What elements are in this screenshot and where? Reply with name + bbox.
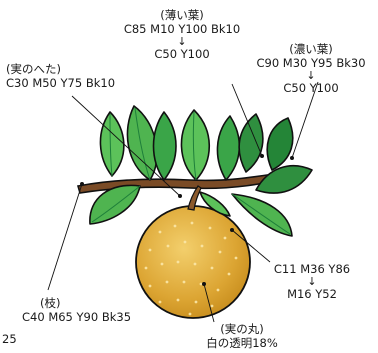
leaf (217, 116, 239, 180)
leaf (100, 112, 123, 176)
label-light-leaf-title: (薄い葉) (112, 8, 252, 22)
label-fruit-title: (実の丸) (190, 322, 294, 336)
label-calyx: (実のへた) C30 M50 Y75 Bk10 (6, 62, 115, 90)
leaf (127, 106, 157, 180)
leaf (154, 112, 177, 180)
leaf (267, 118, 293, 170)
label-light-leaf: (薄い葉) C85 M10 Y100 Bk10 ↓ C50 Y100 (112, 8, 252, 61)
label-fruit-color-before: C11 M36 Y86 (262, 262, 362, 276)
leaf (256, 166, 312, 193)
label-dark-leaf: (濃い葉) C90 M30 Y95 Bk30 ↓ C50 Y100 (246, 42, 376, 95)
label-branch: (枝) C40 M65 Y90 Bk35 (22, 296, 131, 324)
pear-fruit (136, 206, 250, 318)
label-fruit-note: 白の透明18% (190, 336, 294, 350)
arrow-down-icon: ↓ (112, 36, 252, 47)
label-branch-before: C40 M65 Y90 Bk35 (22, 310, 131, 324)
label-calyx-before: C30 M50 Y75 Bk10 (6, 76, 115, 90)
leaf (239, 114, 263, 172)
leader-branch (48, 184, 82, 290)
label-fruit-color: C11 M36 Y86 ↓ M16 Y52 (262, 262, 362, 301)
label-fruit: (実の丸) 白の透明18% (190, 322, 294, 350)
page-number: 25 (2, 332, 17, 346)
label-light-leaf-after: C50 Y100 (112, 47, 252, 61)
label-dark-leaf-after: C50 Y100 (246, 81, 376, 95)
label-light-leaf-before: C85 M10 Y100 Bk10 (112, 22, 252, 36)
label-calyx-title: (実のへた) (6, 62, 115, 76)
arrow-down-icon: ↓ (262, 276, 362, 287)
arrow-down-icon: ↓ (246, 70, 376, 81)
label-branch-title: (枝) (22, 296, 131, 310)
leaf (181, 110, 209, 180)
label-fruit-color-after: M16 Y52 (262, 287, 362, 301)
label-dark-leaf-before: C90 M30 Y95 Bk30 (246, 56, 376, 70)
label-dark-leaf-title: (濃い葉) (246, 42, 376, 56)
